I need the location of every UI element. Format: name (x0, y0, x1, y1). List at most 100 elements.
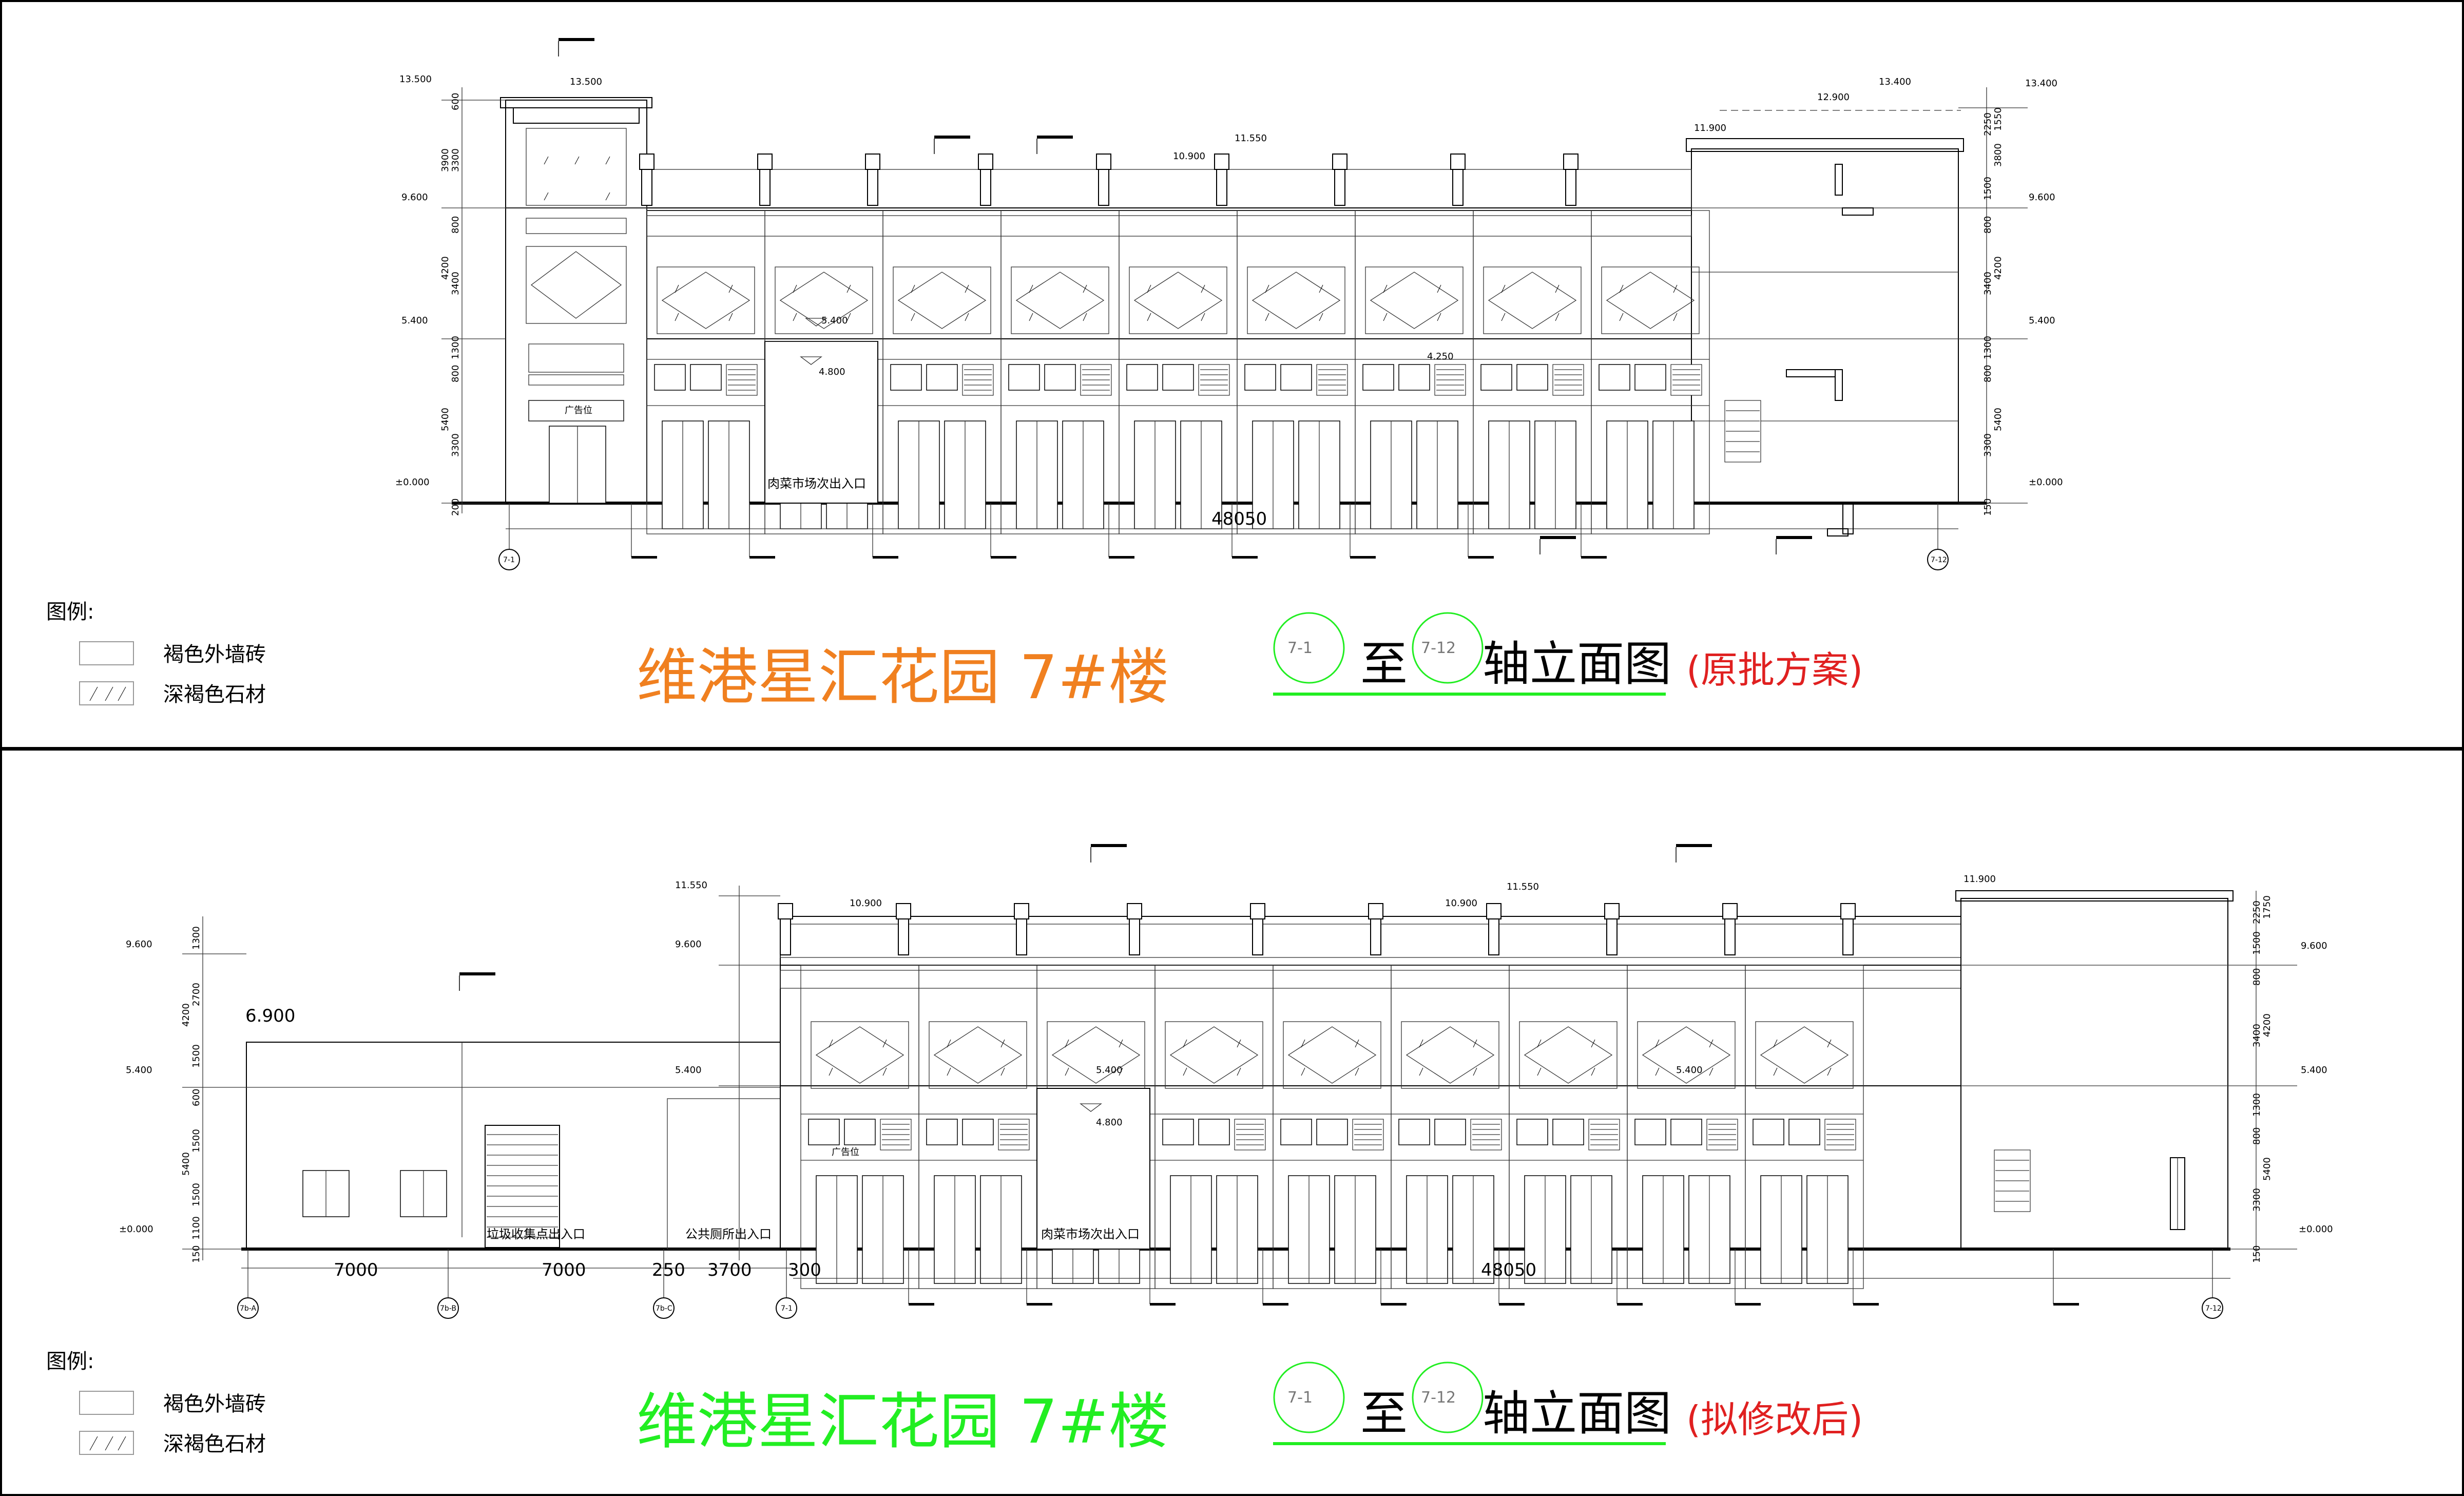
lower-panel-frame (0, 749, 2464, 1496)
lower-elev-right-0: 11.900 (1964, 874, 1996, 885)
lower-elev-left-4: 5.400 (675, 1065, 702, 1076)
svg-text:7-12: 7-12 (2205, 1305, 2222, 1313)
upper-legend: 图例: 褐色外墙砖 深褐色石材 (46, 600, 266, 706)
upper-legend-swatch-plain (79, 641, 134, 665)
svg-text:3300: 3300 (2251, 1188, 2262, 1212)
upper-elev-top-1: 10.900 (1173, 151, 1205, 162)
svg-text:5400: 5400 (1993, 408, 2004, 431)
svg-text:7b-B: 7b-B (440, 1305, 456, 1313)
lower-toilet-label: 公共厕所出入口 (685, 1227, 772, 1241)
upper-title: 维港星汇花园 7#楼 7-1 至 7-12 轴立面图 (原批方案) (637, 612, 1863, 713)
lower-axis-labels: 7b-A 7b-B 7b-C 7-1 7-12 (240, 1305, 2222, 1313)
lower-title-circle-to-label: 7-12 (1421, 1389, 1456, 1407)
svg-text:1550: 1550 (1993, 107, 2004, 131)
upper-title-to: 至 (1360, 637, 1408, 692)
lower-elev-right-1: 9.600 (2301, 941, 2327, 951)
upper-elev-right-1: 9.600 (2029, 192, 2055, 203)
lower-ad-label: 广告位 (832, 1147, 859, 1158)
svg-text:4200: 4200 (2262, 1013, 2273, 1037)
lower-title: 维港星汇花园 7#楼 7-1 至 7-12 轴立面图 (拟修改后) (637, 1361, 1863, 1457)
upper-total-width: 48050 (1211, 509, 1267, 529)
svg-text:800: 800 (1982, 365, 1993, 382)
upper-legend-item-0: 褐色外墙砖 (163, 643, 266, 666)
svg-text:150: 150 (2251, 1245, 2262, 1263)
svg-text:7b-A: 7b-A (240, 1305, 257, 1313)
lower-elev-left-3: 5.400 (126, 1065, 152, 1076)
lower-bay-dim-2: 250 (652, 1260, 685, 1280)
upper-elev-top-4: 13.400 (1879, 76, 1911, 87)
svg-text:4200: 4200 (440, 256, 451, 280)
svg-text:1750: 1750 (2262, 895, 2273, 919)
svg-text:1500: 1500 (191, 1183, 202, 1206)
svg-text:1300: 1300 (2251, 1093, 2262, 1117)
upper-title-circle-to (1412, 612, 1484, 684)
lower-title-note: (拟修改后) (1686, 1398, 1863, 1441)
upper-elev-top-0: 13.500 (570, 76, 602, 87)
svg-text:3300: 3300 (450, 433, 461, 457)
lower-garbage-label: 垃圾收集点出入口 (487, 1227, 585, 1241)
upper-elev-right-3: ±0.000 (2029, 477, 2063, 488)
upper-dims-right: 1550 2250 3800 1500 800 3400 4200 800 13… (1982, 107, 2004, 516)
lower-entrance-label: 肉菜市场次出入口 (1041, 1227, 1140, 1241)
upper-elev-top-6: 4.800 (819, 367, 845, 377)
lower-bay-dim-3: 3700 (707, 1260, 752, 1280)
upper-elev-left-2: 5.400 (401, 315, 428, 326)
lower-elev-top-1: 10.900 (1445, 898, 1477, 909)
svg-text:5400: 5400 (2262, 1157, 2273, 1181)
lower-title-main: 维港星汇花园 7#楼 (637, 1386, 1169, 1457)
svg-text:1500: 1500 (191, 1044, 202, 1068)
upper-elev-top-8: 4.250 (1427, 351, 1454, 362)
lower-elev-left-5: ±0.000 (119, 1224, 153, 1235)
upper-title-circle-from-label: 7-1 (1287, 639, 1313, 657)
upper-elev-top-2: 11.550 (1235, 133, 1267, 144)
upper-elev-right-0: 13.400 (2025, 78, 2057, 89)
upper-title-circle-to-label: 7-12 (1421, 639, 1456, 657)
upper-dims-left: 600 3300 3900 800 3400 4200 800 1300 330… (440, 93, 461, 516)
lower-elev-right-2: 5.400 (2301, 1065, 2327, 1076)
svg-text:2250: 2250 (1982, 112, 1993, 136)
svg-text:4200: 4200 (1993, 256, 2004, 280)
svg-text:150: 150 (1982, 498, 1993, 516)
lower-elev-left-0: 11.550 (675, 880, 707, 891)
lower-title-circle-from (1273, 1361, 1345, 1433)
svg-text:3300: 3300 (1982, 433, 1993, 457)
upper-ad-label: 广告位 (565, 405, 592, 416)
upper-elev-top-5: 11.900 (1694, 123, 1726, 133)
upper-legend-item-1: 深褐色石材 (163, 683, 266, 706)
svg-text:1500: 1500 (1982, 177, 1993, 200)
lower-legend-swatch-plain (79, 1391, 134, 1415)
svg-text:2700: 2700 (191, 983, 202, 1006)
svg-text:3800: 3800 (1993, 143, 2004, 167)
lower-elev-top-2: 11.550 (1507, 881, 1539, 892)
upper-elevation (441, 37, 2028, 570)
lower-bay-dim-4: 300 (788, 1260, 821, 1280)
svg-text:800: 800 (1982, 216, 1993, 234)
upper-title-main: 维港星汇花园 7#楼 (637, 642, 1169, 713)
svg-text:1300: 1300 (191, 926, 202, 950)
lower-dims-right: 1750 2250 1500 800 3400 4200 1300 800 33… (2251, 895, 2273, 1263)
svg-text:1100: 1100 (191, 1216, 202, 1240)
upper-title-circle-from (1273, 612, 1345, 684)
svg-text:600: 600 (450, 93, 461, 110)
svg-text:1300: 1300 (450, 336, 461, 359)
upper-elev-left-1: 9.600 (401, 192, 428, 203)
svg-text:3300: 3300 (450, 148, 461, 172)
upper-elev-right-2: 5.400 (2029, 315, 2055, 326)
lower-bay-dim-1: 7000 (542, 1260, 586, 1280)
upper-elev-left-3: ±0.000 (395, 477, 430, 488)
lower-title-circle-to (1412, 1361, 1484, 1433)
lower-elev-top-4: 5.400 (1096, 1065, 1123, 1076)
lower-elevation (182, 843, 2297, 1319)
svg-text:800: 800 (2251, 1127, 2262, 1145)
svg-text:2250: 2250 (2251, 900, 2262, 924)
lower-dims-left: 1300 2700 4200 1500 600 1500 5400 1500 1… (181, 926, 202, 1263)
svg-text:7-1: 7-1 (781, 1305, 793, 1313)
svg-text:1300: 1300 (1982, 336, 1993, 359)
lower-bay-dim-0: 7000 (334, 1260, 378, 1280)
upper-entrance-label: 肉菜市场次出入口 (767, 476, 866, 491)
svg-text:800: 800 (450, 365, 461, 382)
upper-legend-heading: 图例: (46, 600, 94, 624)
svg-text:7b-C: 7b-C (656, 1305, 672, 1313)
upper-elev-top-3: 12.900 (1817, 92, 1850, 103)
lower-title-circle-from-label: 7-1 (1287, 1389, 1313, 1407)
